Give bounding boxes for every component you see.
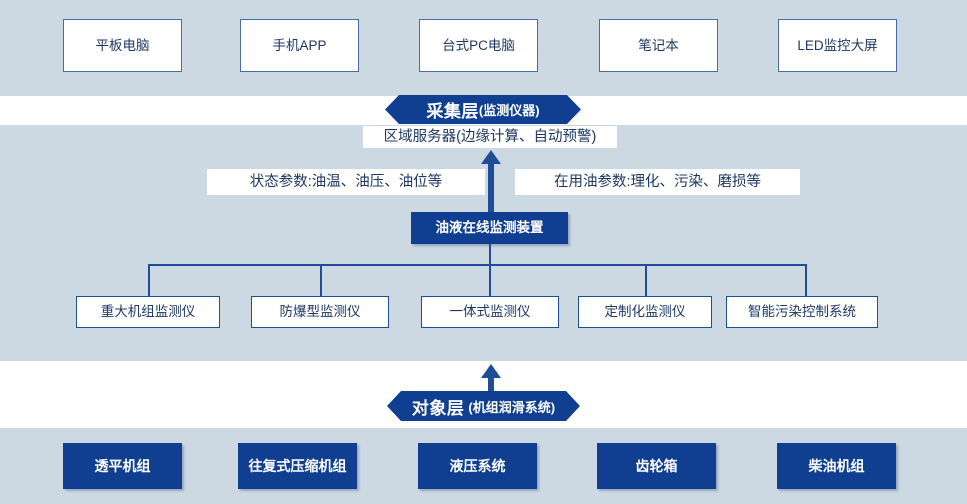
monitor-box-major-unit[interactable]: 重大机组监测仪 xyxy=(76,296,220,328)
terminal-box-tablet[interactable]: 平板电脑 xyxy=(63,19,182,72)
region-server-text: 区域服务器(边缘计算、自动预警) xyxy=(383,128,597,145)
device-box-label: 油液在线监测装置 xyxy=(435,220,544,236)
monitor-box-label: 智能污染控制系统 xyxy=(748,304,856,320)
object-box-label: 透平机组 xyxy=(94,457,151,474)
monitor-box-label: 重大机组监测仪 xyxy=(100,304,196,320)
object-banner-sub: (机组润滑系统) xyxy=(468,399,556,415)
terminal-box-desktop[interactable]: 台式PC电脑 xyxy=(419,19,538,72)
connector-drop-4 xyxy=(645,264,647,296)
collection-layer-banner: 采集层(监测仪器) xyxy=(385,95,581,124)
object-box-label: 柴油机组 xyxy=(808,457,865,474)
object-box-diesel-unit[interactable]: 柴油机组 xyxy=(777,443,896,489)
arrow-up-icon-device-to-server xyxy=(480,150,502,213)
status-parameters-text: 状态参数:油温、油压、油位等 xyxy=(249,173,443,190)
monitor-box-label: 定制化监测仪 xyxy=(604,304,686,320)
object-box-gearbox[interactable]: 齿轮箱 xyxy=(597,443,716,489)
monitor-box-label: 防爆型监测仪 xyxy=(279,304,361,320)
connector-drop-5 xyxy=(805,264,807,296)
connector-drop-2 xyxy=(320,264,322,296)
inuse-oil-parameters-text: 在用油参数:理化、污染、磨损等 xyxy=(553,173,762,190)
connector-bus xyxy=(148,264,806,266)
object-box-turbine-unit[interactable]: 透平机组 xyxy=(63,443,182,489)
terminal-box-led-wall[interactable]: LED监控大屏 xyxy=(778,19,897,72)
monitor-box-contamination-ctl[interactable]: 智能污染控制系统 xyxy=(726,296,878,328)
inuse-oil-parameters-label: 在用油参数:理化、污染、磨损等 xyxy=(515,169,800,195)
terminal-box-label: 台式PC电脑 xyxy=(442,37,515,53)
object-box-hydraulic-system[interactable]: 液压系统 xyxy=(418,443,537,489)
online-oil-monitoring-device-box[interactable]: 油液在线监测装置 xyxy=(411,212,568,244)
terminal-box-label: 笔记本 xyxy=(638,37,679,53)
connector-trunk xyxy=(489,244,491,265)
object-box-label: 往复式压缩机组 xyxy=(248,457,347,474)
terminal-box-label: LED监控大屏 xyxy=(797,37,878,53)
connector-drop-3 xyxy=(489,264,491,296)
object-layer-banner: 对象层(机组润滑系统) xyxy=(387,391,580,421)
terminal-box-laptop[interactable]: 笔记本 xyxy=(599,19,718,72)
object-box-label: 齿轮箱 xyxy=(635,457,678,474)
status-parameters-label: 状态参数:油温、油压、油位等 xyxy=(207,169,485,195)
monitor-box-customized[interactable]: 定制化监测仪 xyxy=(578,296,712,328)
arrow-up-icon-object-to-collection xyxy=(480,364,502,392)
monitor-box-label: 一体式监测仪 xyxy=(449,304,531,320)
region-server-label: 区域服务器(边缘计算、自动预警) xyxy=(363,126,617,148)
connector-drop-1 xyxy=(148,264,150,296)
object-banner-main: 对象层 xyxy=(411,398,465,418)
terminal-box-label: 平板电脑 xyxy=(95,37,150,53)
terminal-box-label: 手机APP xyxy=(272,37,327,53)
collection-banner-main: 采集层 xyxy=(426,102,479,121)
terminal-box-mobile[interactable]: 手机APP xyxy=(240,19,359,72)
monitor-box-explosion-proof[interactable]: 防爆型监测仪 xyxy=(251,296,389,328)
monitor-box-integrated[interactable]: 一体式监测仪 xyxy=(421,296,559,328)
collection-banner-sub: (监测仪器) xyxy=(478,103,540,118)
object-box-label: 液压系统 xyxy=(449,457,506,474)
object-box-recip-compressor[interactable]: 往复式压缩机组 xyxy=(238,443,357,489)
